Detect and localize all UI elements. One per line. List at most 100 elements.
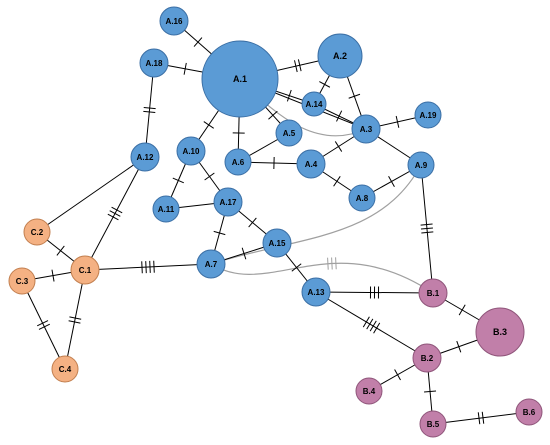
edge-line xyxy=(315,291,428,359)
edge-tick xyxy=(69,316,82,320)
edge-tick xyxy=(213,230,226,236)
edge-a-9-b-1 xyxy=(420,164,434,294)
node-circle xyxy=(8,267,36,295)
node-b-3: B.3 xyxy=(475,307,525,357)
node-a-3: A.3 xyxy=(351,114,381,144)
node-label: A.4 xyxy=(305,160,318,169)
node-a-10: A.10 xyxy=(176,136,206,166)
edge-tick xyxy=(203,121,214,129)
edge-line xyxy=(84,263,212,271)
edge-tick xyxy=(336,110,343,122)
node-label: B.3 xyxy=(493,327,507,337)
node-a-12: A.12 xyxy=(130,142,160,172)
edge-a-12-c-2 xyxy=(36,156,146,233)
edge-tick xyxy=(109,210,121,217)
node-label: A.3 xyxy=(360,125,373,134)
edge-tick xyxy=(421,231,434,234)
edge-tick xyxy=(294,60,298,73)
node-label: A.19 xyxy=(420,111,437,120)
node-circle xyxy=(317,33,363,79)
edge-line xyxy=(144,62,155,158)
node-label: A.8 xyxy=(356,194,369,203)
edge-tick xyxy=(143,106,156,110)
edge-tick xyxy=(68,320,81,324)
edge-line xyxy=(36,156,146,233)
node-label: A.1 xyxy=(233,74,247,84)
edge-tick xyxy=(477,412,481,425)
node-c-3: C.3 xyxy=(8,267,36,295)
node-label: A.6 xyxy=(232,158,245,167)
edge-c-1-c-4 xyxy=(64,269,86,370)
node-circle xyxy=(414,101,442,129)
node-b-1: B.1 xyxy=(418,278,448,308)
edge-line xyxy=(420,164,434,294)
curve-a-7-b-1 xyxy=(210,257,434,294)
node-circle xyxy=(139,48,169,78)
node-label: A.15 xyxy=(269,239,286,248)
edge-tick xyxy=(145,261,147,274)
node-a-4: A.4 xyxy=(296,149,326,179)
node-circle xyxy=(301,277,331,307)
node-label: C.2 xyxy=(31,228,44,237)
edge-tick xyxy=(424,390,437,393)
edge-tick xyxy=(348,93,361,99)
node-b-6: B.6 xyxy=(515,398,543,426)
edge-tick xyxy=(286,89,292,102)
edge-tick xyxy=(373,322,381,334)
node-label: B.1 xyxy=(427,289,440,298)
node-c-1: C.1 xyxy=(70,255,100,285)
edge-tick xyxy=(481,411,485,424)
node-circle xyxy=(355,377,383,405)
node-c-4: C.4 xyxy=(51,355,79,383)
node-a-6: A.6 xyxy=(224,148,252,176)
node-circle xyxy=(419,410,447,438)
edge-tick xyxy=(395,115,400,128)
edge-a-13-b-2 xyxy=(315,291,428,359)
node-circle xyxy=(407,151,435,179)
node-a-7: A.7 xyxy=(196,249,226,279)
node-circle xyxy=(351,114,381,144)
edge-tick xyxy=(107,213,119,221)
node-a-1: A.1 xyxy=(201,40,279,118)
curve-tick xyxy=(335,257,337,270)
node-circle xyxy=(418,278,448,308)
node-label: B.6 xyxy=(523,408,536,417)
node-circle xyxy=(412,343,442,373)
node-circle xyxy=(159,6,189,36)
node-label: C.3 xyxy=(16,277,29,286)
node-label: A.18 xyxy=(146,59,163,68)
curve-path xyxy=(210,262,434,294)
edge-tick xyxy=(111,206,123,214)
node-label: A.17 xyxy=(220,198,237,207)
node-label: A.14 xyxy=(306,100,323,109)
edge-b-5-b-6 xyxy=(432,411,530,425)
node-circle xyxy=(348,184,376,212)
node-label: A.13 xyxy=(308,288,325,297)
node-a-13: A.13 xyxy=(301,277,331,307)
edge-tick xyxy=(56,245,65,256)
node-label: C.1 xyxy=(79,266,92,275)
node-circle xyxy=(176,136,206,166)
node-label: B.4 xyxy=(363,387,376,396)
edge-tick xyxy=(420,227,433,230)
node-b-5: B.5 xyxy=(419,410,447,438)
node-label: B.2 xyxy=(421,354,434,363)
node-a-2: A.2 xyxy=(317,33,363,79)
edge-tick xyxy=(297,59,302,72)
curve-tick xyxy=(331,257,333,270)
edge-tick xyxy=(141,261,143,274)
node-a-8: A.8 xyxy=(348,184,376,212)
node-c-2: C.2 xyxy=(23,218,51,246)
edge-a-7-c-1 xyxy=(84,260,212,274)
node-a-16: A.16 xyxy=(159,6,189,36)
edge-tick xyxy=(193,37,203,47)
edge-c-3-c-4 xyxy=(21,280,66,370)
node-label: A.5 xyxy=(283,129,296,138)
node-a-17: A.17 xyxy=(213,187,243,217)
node-circle xyxy=(275,119,303,147)
node-b-2: B.2 xyxy=(412,343,442,373)
edge-tick xyxy=(241,247,247,260)
edge-tick xyxy=(333,176,341,187)
node-b-4: B.4 xyxy=(355,377,383,405)
